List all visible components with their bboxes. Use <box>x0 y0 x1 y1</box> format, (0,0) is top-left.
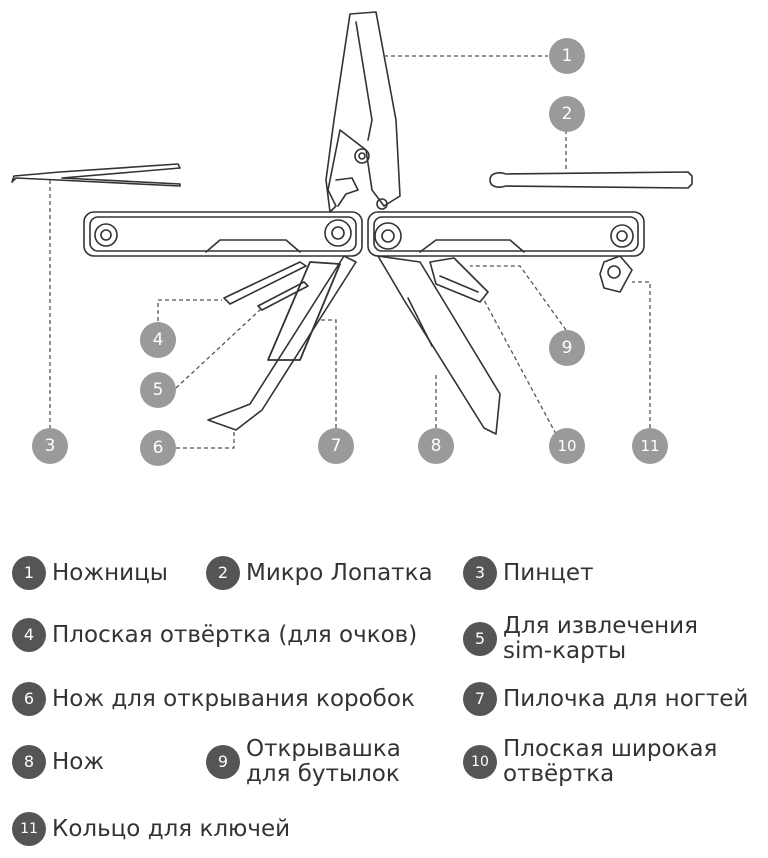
legend-badge: 7 <box>463 682 497 716</box>
leader-line-11 <box>632 281 651 428</box>
legend-badge: 5 <box>463 622 497 656</box>
legend-label: Нож для открывания коробок <box>52 685 415 712</box>
legend-label: Открывашка для бутылок <box>246 736 401 787</box>
key-ring-illustration <box>599 255 633 293</box>
legend-badge: 2 <box>206 556 240 590</box>
leader-line-5 <box>175 307 263 389</box>
legend-item-tweezers: 3 Пинцет <box>463 556 593 590</box>
nail-file-illustration <box>267 261 341 361</box>
legend-item-wide-screwdriver: 10 Плоская широкая отвёртка <box>463 737 717 787</box>
legend-badge: 10 <box>463 745 497 779</box>
legend-label: Ножницы <box>52 559 168 586</box>
legend-label: Пилочка для ногтей <box>503 685 749 712</box>
legend-label: Нож <box>52 748 105 775</box>
callout-badge-10: 10 <box>549 428 585 464</box>
callout-badge-7: 7 <box>318 428 354 464</box>
tweezers-illustration <box>11 163 181 187</box>
box-opener-illustration <box>207 255 357 431</box>
legend-badge: 1 <box>12 556 46 590</box>
scissors-illustration <box>325 11 401 213</box>
micro-spatula-illustration <box>489 171 693 189</box>
callout-badge-4: 4 <box>140 322 176 358</box>
legend-label: Пинцет <box>503 559 594 586</box>
legend-item-nail-file: 7 Пилочка для ногтей <box>463 682 748 716</box>
multitool-diagram <box>11 11 693 449</box>
legend-badge: 4 <box>12 618 46 652</box>
legend-label: Плоская широкая отвёртка <box>503 736 718 787</box>
legend-item-knife: 8 Нож <box>12 745 104 779</box>
legend-label: Для извлечения sim-карты <box>503 613 698 664</box>
legend-item-key-ring: 11 Кольцо для ключей <box>12 812 290 846</box>
leader-line-10 <box>483 299 557 435</box>
right-handle-illustration <box>367 198 645 257</box>
bottle-opener-illustration <box>429 257 489 303</box>
legend-label: Микро Лопатка <box>246 559 433 586</box>
legend-badge: 3 <box>463 556 497 590</box>
legend-item-box-opener: 6 Нож для открывания коробок <box>12 682 415 716</box>
callout-badge-1: 1 <box>549 38 585 74</box>
callout-badge-11: 11 <box>632 428 668 464</box>
eyeglass-screwdriver-illustration <box>223 261 309 311</box>
legend-item-eyeglass-screwdriver: 4 Плоская отвёртка (для очков) <box>12 618 417 652</box>
callout-badge-9: 9 <box>549 330 585 366</box>
left-handle-illustration <box>83 211 363 257</box>
legend-item-bottle-opener: 9 Открывашка для бутылок <box>206 737 401 787</box>
callout-badge-5: 5 <box>140 372 176 408</box>
callout-badge-3: 3 <box>32 428 68 464</box>
callout-badge-2: 2 <box>549 96 585 132</box>
legend-item-micro-spatula: 2 Микро Лопатка <box>206 556 433 590</box>
legend-badge: 6 <box>12 682 46 716</box>
legend-item-sim-tool: 5 Для извлечения sim-карты <box>463 614 698 664</box>
callout-badge-6: 6 <box>140 430 176 466</box>
callout-badge-8: 8 <box>418 428 454 464</box>
legend-badge: 8 <box>12 745 46 779</box>
legend-label: Плоская отвёртка (для очков) <box>52 621 418 648</box>
leader-line-6 <box>176 432 235 449</box>
legend-item-scissors: 1 Ножницы <box>12 556 168 590</box>
legend-badge: 11 <box>12 812 46 846</box>
leader-line-7 <box>318 319 337 428</box>
leader-line-9 <box>470 265 567 331</box>
legend-label: Кольцо для ключей <box>52 815 291 842</box>
legend-badge: 9 <box>206 745 240 779</box>
knife-illustration <box>377 255 501 435</box>
